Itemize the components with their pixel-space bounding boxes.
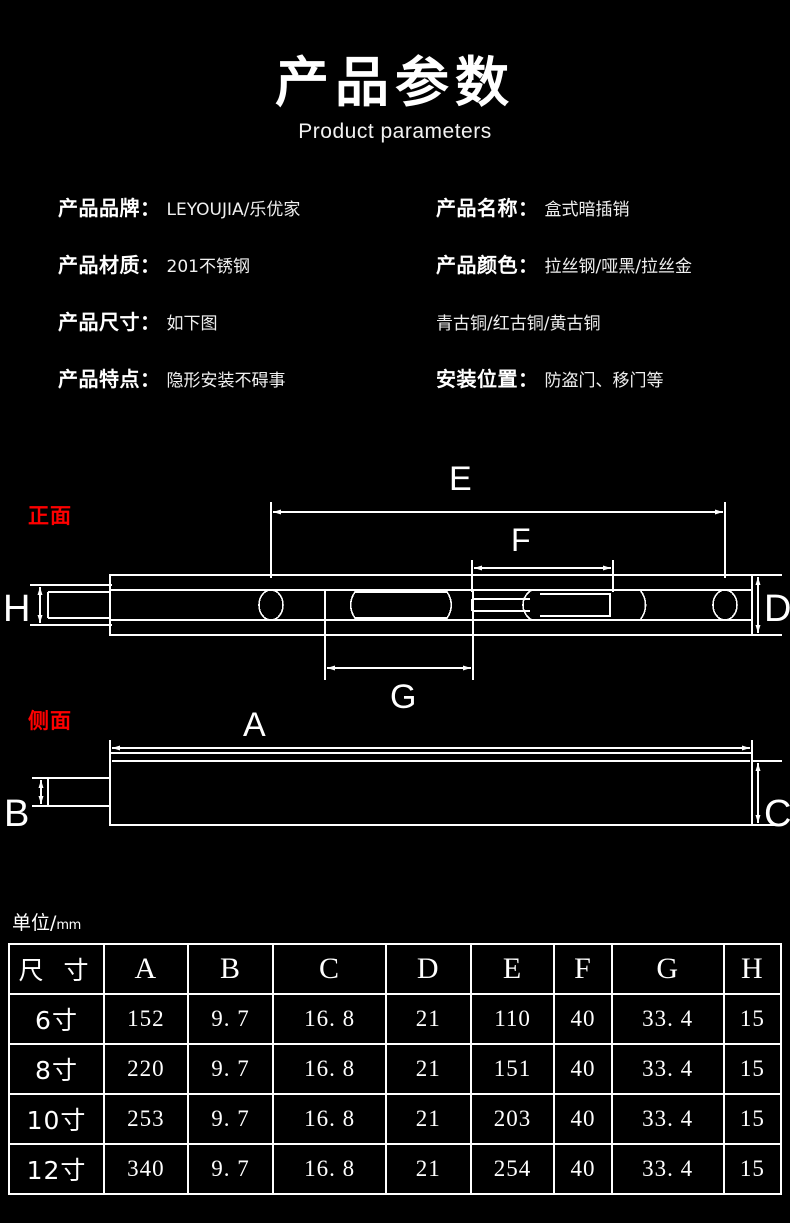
table-cell-d: 21: [384, 1043, 472, 1095]
specification-list: 产品品牌： LEYOUJIA/乐优家 产品材质： 201不锈钢 产品尺寸： 如下…: [0, 192, 790, 392]
table-cell-e: 203: [469, 1093, 556, 1145]
spec-label-install-position: 安装位置：: [436, 367, 539, 391]
table-header-c: C: [272, 943, 387, 995]
table-cell-h: 15: [722, 1093, 783, 1145]
spec-label-feature: 产品特点：: [58, 367, 161, 391]
spec-row-material: 产品材质： 201不锈钢: [58, 249, 428, 306]
table-cell-b: 9. 7: [186, 1043, 275, 1095]
table-cell-g: 33. 4: [610, 993, 725, 1045]
spec-value-brand: LEYOUJIA/乐优家: [166, 200, 301, 220]
spec-row-product-name: 产品名称： 盒式暗插销: [436, 192, 790, 249]
spec-value-color-continued: 青古铜/红古铜/黄古铜: [436, 314, 601, 334]
side-view-label: 侧面: [28, 709, 72, 733]
table-cell-size: 10寸: [8, 1093, 105, 1145]
table-cell-d: 21: [384, 993, 472, 1045]
table-cell-size: 6寸: [8, 993, 105, 1045]
table-cell-h: 15: [722, 1043, 783, 1095]
table-header-f: F: [553, 943, 613, 995]
spec-value-product-name: 盒式暗插销: [544, 200, 630, 220]
page-subtitle: Product parameters: [298, 120, 492, 143]
table-cell-f: 40: [553, 1093, 613, 1145]
table-row: 10寸 253 9. 7 16. 8 21 203 40 33. 4 15: [8, 1093, 783, 1145]
dimension-letter-f: F: [511, 522, 531, 558]
spec-value-install-position: 防盗门、移门等: [544, 371, 664, 391]
unit-note-mm: mm: [56, 918, 81, 933]
unit-note: 单位/mm: [12, 908, 81, 935]
spec-label-product-name: 产品名称：: [436, 196, 539, 220]
table-cell-d: 21: [384, 1143, 472, 1195]
dimension-letter-h: H: [3, 588, 31, 630]
table-cell-g: 33. 4: [610, 1143, 725, 1195]
drawing-geometry: [30, 502, 782, 826]
table-header-g: G: [610, 943, 725, 995]
spec-label-material: 产品材质：: [58, 253, 161, 277]
dimension-letter-a: A: [243, 706, 266, 744]
table-cell-a: 340: [103, 1143, 189, 1195]
front-view-label: 正面: [28, 504, 72, 528]
spec-row-install-position: 安装位置： 防盗门、移门等: [436, 363, 790, 420]
table-header-row: 尺 寸 A B C D E F G H: [8, 943, 783, 995]
table-cell-e: 151: [469, 1043, 556, 1095]
spec-row-feature: 产品特点： 隐形安装不碍事: [58, 363, 428, 420]
spec-value-size: 如下图: [166, 314, 218, 334]
spec-label-color: 产品颜色：: [436, 253, 539, 277]
table-row: 8寸 220 9. 7 16. 8 21 151 40 33. 4 15: [8, 1043, 783, 1095]
table-header-e: E: [469, 943, 556, 995]
table-header-d: D: [384, 943, 472, 995]
table-cell-h: 15: [722, 1143, 783, 1195]
table-cell-f: 40: [553, 993, 613, 1045]
table-header-a: A: [103, 943, 189, 995]
table-row: 12寸 340 9. 7 16. 8 21 254 40 33. 4 15: [8, 1143, 783, 1195]
table-cell-f: 40: [553, 1143, 613, 1195]
technical-drawing: 正面 侧面 E F G H D A B C: [0, 440, 790, 900]
spec-value-material: 201不锈钢: [166, 257, 250, 277]
spec-column-left: 产品品牌： LEYOUJIA/乐优家 产品材质： 201不锈钢 产品尺寸： 如下…: [58, 192, 428, 420]
table-cell-b: 9. 7: [186, 1143, 275, 1195]
page-title: 产品参数: [275, 51, 515, 114]
table-cell-b: 9. 7: [186, 1093, 275, 1145]
table-cell-c: 16. 8: [272, 1043, 387, 1095]
table-header-size: 尺 寸: [8, 943, 105, 995]
unit-note-text: 单位/: [12, 912, 57, 934]
spec-value-feature: 隐形安装不碍事: [166, 371, 286, 391]
dimension-letter-d: D: [764, 588, 790, 630]
spec-column-right: 产品名称： 盒式暗插销 产品颜色： 拉丝钢/哑黑/拉丝金 青古铜/红古铜/黄古铜…: [436, 192, 790, 420]
table-cell-a: 220: [103, 1043, 189, 1095]
table-cell-c: 16. 8: [272, 1093, 387, 1145]
spec-value-color: 拉丝钢/哑黑/拉丝金: [544, 257, 692, 277]
table-cell-size: 8寸: [8, 1043, 105, 1095]
table-cell-g: 33. 4: [610, 1043, 725, 1095]
table-cell-d: 21: [384, 1093, 472, 1145]
dimension-letter-g: G: [390, 678, 417, 716]
table-cell-g: 33. 4: [610, 1093, 725, 1145]
table-cell-a: 253: [103, 1093, 189, 1145]
dimension-letter-c: C: [764, 793, 790, 835]
spec-row-size: 产品尺寸： 如下图: [58, 306, 428, 363]
dimension-letter-b: B: [4, 793, 30, 835]
table-cell-c: 16. 8: [272, 1143, 387, 1195]
table-cell-size: 12寸: [8, 1143, 105, 1195]
spec-row-color: 产品颜色： 拉丝钢/哑黑/拉丝金: [436, 249, 790, 306]
spec-label-size: 产品尺寸：: [58, 310, 161, 334]
table-cell-e: 254: [469, 1143, 556, 1195]
table-cell-f: 40: [553, 1043, 613, 1095]
header-block: 产品参数 Product parameters: [0, 52, 790, 144]
table-cell-e: 110: [469, 993, 556, 1045]
table-header-b: B: [186, 943, 275, 995]
table-cell-b: 9. 7: [186, 993, 275, 1045]
dimension-table: 尺 寸 A B C D E F G H 6寸 152 9. 7 16. 8 21…: [8, 943, 783, 1195]
table-row: 6寸 152 9. 7 16. 8 21 110 40 33. 4 15: [8, 993, 783, 1045]
spec-row-brand: 产品品牌： LEYOUJIA/乐优家: [58, 192, 428, 249]
table-cell-h: 15: [722, 993, 783, 1045]
dimension-letter-e: E: [449, 460, 472, 498]
table-cell-c: 16. 8: [272, 993, 387, 1045]
table-cell-a: 152: [103, 993, 189, 1045]
spec-label-brand: 产品品牌：: [58, 196, 161, 220]
table-header-h: H: [722, 943, 783, 995]
